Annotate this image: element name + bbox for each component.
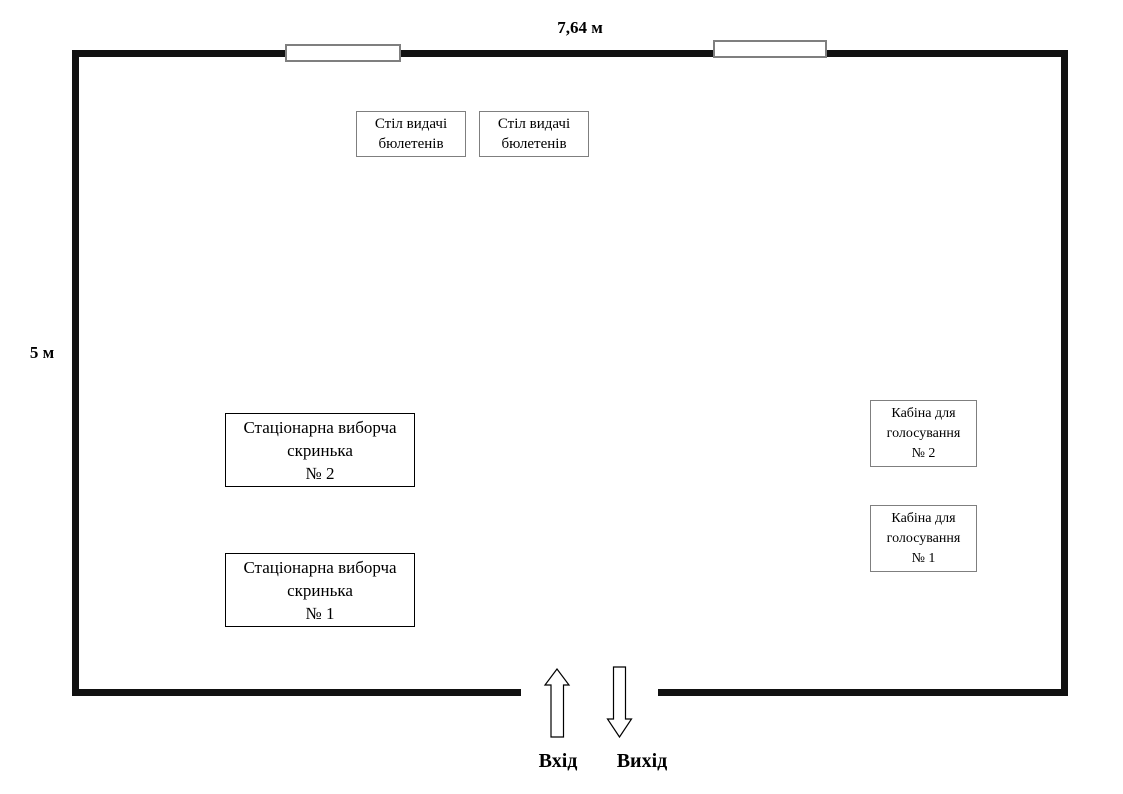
ballot-box-2: Стаціонарна виборча скринька № 2 <box>225 413 415 487</box>
voting-booth-1-label-line3: № 1 <box>911 550 936 566</box>
wall-top <box>72 50 1068 57</box>
wall-left <box>72 50 79 696</box>
ballot-table-2-label-line1: Стіл видачі <box>497 116 571 132</box>
ballot-table-1: Стіл видачі бюлетенів <box>356 111 466 157</box>
ballot-table-1-label-line1: Стіл видачі <box>374 116 448 132</box>
wall-bottom-left-segment <box>72 689 521 696</box>
voting-booth-2-label-line2: голосування <box>886 425 961 441</box>
voting-booth-2-label-line3: № 2 <box>911 445 936 461</box>
ballot-table-2-label-line2: бюлетенів <box>501 136 567 152</box>
wall-right <box>1061 50 1068 696</box>
ballot-box-1-label-line1: Стаціонарна виборча <box>243 557 397 577</box>
window-left <box>285 44 401 62</box>
top-dimension-label: 7,64 м <box>557 18 603 37</box>
ballot-table-2: Стіл видачі бюлетенів <box>479 111 589 157</box>
window-right <box>713 40 827 58</box>
voting-booth-2: Кабіна для голосування № 2 <box>870 400 977 467</box>
voting-booth-1-label-line1: Кабіна для <box>891 510 956 526</box>
exit-label: Вихід <box>616 750 668 772</box>
ballot-box-2-label-line3: № 2 <box>305 463 335 483</box>
voting-booth-1-label-line2: голосування <box>886 530 961 546</box>
entrance-arrow-up-icon <box>543 668 571 738</box>
ballot-box-2-label-line1: Стаціонарна виборча <box>243 417 397 437</box>
voting-booth-2-label-line1: Кабіна для <box>891 405 956 421</box>
entrance-label: Вхід <box>538 750 578 772</box>
voting-booth-1: Кабіна для голосування № 1 <box>870 505 977 572</box>
ballot-box-1-label-line2: скринька <box>287 580 353 600</box>
ballot-box-1: Стаціонарна виборча скринька № 1 <box>225 553 415 627</box>
ballot-box-1-label-line3: № 1 <box>305 603 335 623</box>
doorway-arrows <box>543 666 633 739</box>
left-dimension-label: 5 м <box>29 343 55 362</box>
exit-arrow-down-icon <box>606 666 633 739</box>
ballot-box-2-label-line2: скринька <box>287 440 353 460</box>
ballot-table-1-label-line2: бюлетенів <box>378 136 444 152</box>
wall-bottom-right-segment <box>658 689 1068 696</box>
